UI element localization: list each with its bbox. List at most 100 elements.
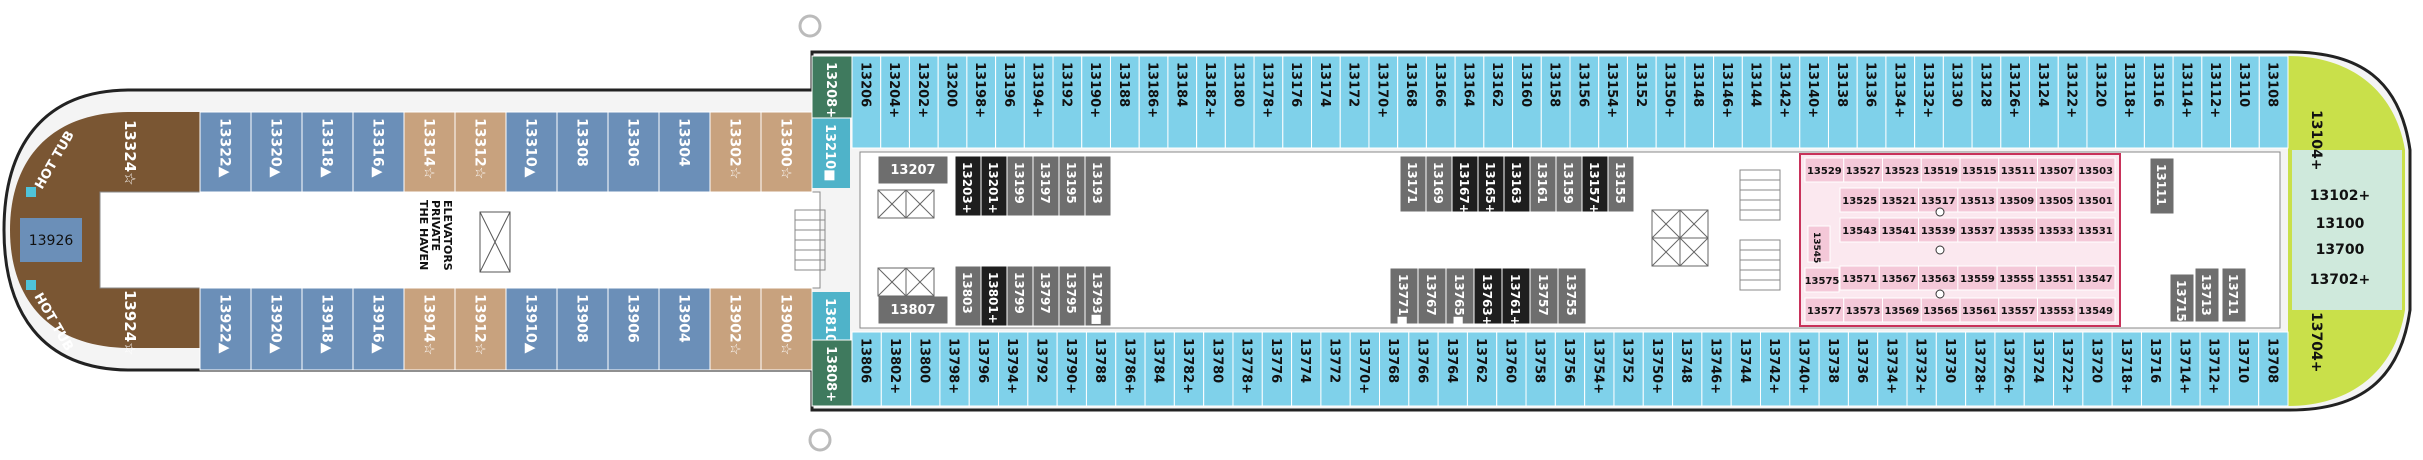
upper-cabin-7[interactable]: 13194+ — [1023, 55, 1054, 149]
mid-lower-v-6[interactable]: 13755 — [1557, 267, 1587, 325]
studio-2-6[interactable]: 13531 — [2075, 217, 2116, 243]
haven-upper-1[interactable]: 13320▲ — [250, 111, 303, 193]
upper-cabin-14[interactable]: 13180 — [1224, 55, 1255, 149]
haven-upper-5[interactable]: 13312☆ — [454, 111, 507, 193]
lower-cabin-38[interactable]: 13730 — [1935, 331, 1967, 407]
lower-cabin-24[interactable]: 13758 — [1525, 331, 1556, 407]
haven-upper-0[interactable]: 13322▲ — [199, 111, 252, 193]
studio-2-2[interactable]: 13539 — [1918, 217, 1959, 243]
inner-lower-v-5[interactable]: 13793■ — [1084, 265, 1112, 327]
inner-lower-grey-0[interactable]: 13807 — [877, 295, 949, 325]
haven-upper-7[interactable]: 13308 — [556, 111, 609, 193]
upper-cabin-46[interactable]: 13116 — [2143, 55, 2174, 149]
lower-cabin-13[interactable]: 13780 — [1203, 331, 1234, 407]
mid-upper-v-1[interactable]: 13169 — [1425, 155, 1453, 213]
upper-cabin-37[interactable]: 13134+ — [1885, 55, 1916, 149]
upper-cabin-48[interactable]: 13112+ — [2201, 55, 2232, 149]
haven-lower-2[interactable]: 13918▲ — [301, 287, 354, 371]
haven-upper-4[interactable]: 13314☆ — [403, 111, 456, 193]
mid-upper-v-7[interactable]: 13157+ — [1581, 155, 1609, 214]
lower-cabin-30[interactable]: 13746+ — [1701, 331, 1732, 407]
lower-cabin-39[interactable]: 13728+ — [1965, 331, 1996, 407]
lower-cabin-40[interactable]: 13726+ — [1994, 331, 2025, 407]
upper-cabin-50[interactable]: 13108 — [2258, 55, 2289, 149]
haven-lower-3[interactable]: 13916▲ — [352, 287, 405, 371]
inner-upper-v-0[interactable]: 13203+ — [954, 155, 982, 217]
lower-cabin-34[interactable]: 13738 — [1818, 331, 1849, 407]
upper-cabin-10[interactable]: 13188 — [1109, 55, 1140, 149]
lower-cabin-43[interactable]: 13720 — [2082, 331, 2113, 407]
studio-3-2[interactable]: 13563 — [1918, 265, 1959, 291]
lower-cabin-20[interactable]: 13766 — [1408, 331, 1439, 407]
haven-lower-11[interactable]: 13900☆ — [760, 287, 813, 371]
mid-lower-v-2[interactable]: 13765■ — [1445, 267, 1475, 327]
studio-3-0[interactable]: 13571 — [1839, 265, 1880, 291]
lower-cabin-12[interactable]: 13782+ — [1173, 331, 1205, 407]
studio-3-6[interactable]: 13547 — [2075, 265, 2116, 291]
haven-lower-1[interactable]: 13920▲ — [250, 287, 303, 371]
studio-0-4[interactable]: 13515 — [1959, 157, 2000, 183]
lower-cabin-33[interactable]: 13740+ — [1789, 331, 1820, 407]
inner-lower-v-2[interactable]: 13799 — [1006, 265, 1034, 327]
lower-cabin-2[interactable]: 13802+ — [880, 331, 912, 407]
studio-4-7[interactable]: 13549 — [2075, 297, 2116, 323]
lower-cabin-16[interactable]: 13774 — [1291, 331, 1322, 407]
lower-cabin-19[interactable]: 13768 — [1379, 331, 1410, 407]
haven-lower-10[interactable]: 13902☆ — [709, 287, 762, 371]
studio-2-0[interactable]: 13543 — [1839, 217, 1880, 243]
studio-2-1[interactable]: 13541 — [1878, 217, 1920, 243]
studio-4-1[interactable]: 13573 — [1843, 297, 1883, 323]
lower-cabin-0[interactable]: 13808+ — [811, 339, 853, 407]
studio-1-5[interactable]: 13505 — [2035, 187, 2077, 213]
mid-lower-v-1[interactable]: 13767 — [1417, 267, 1447, 325]
inner-lower-v-0[interactable]: 13803 — [954, 265, 982, 327]
mid-upper-v-5[interactable]: 13161 — [1529, 155, 1557, 213]
studio-1-1[interactable]: 13521 — [1878, 187, 1920, 213]
studio-1-3[interactable]: 13513 — [1957, 187, 1998, 213]
upper-cabin-1[interactable]: 13206 — [851, 55, 882, 149]
upper-cabin-47[interactable]: 13114+ — [2172, 55, 2203, 149]
lower-cabin-28[interactable]: 13750+ — [1642, 331, 1674, 407]
inner-lower-v-3[interactable]: 13797 — [1032, 265, 1060, 327]
upper-cabin-39[interactable]: 13130 — [1942, 55, 1973, 149]
lower-cabin-3[interactable]: 13800 — [910, 331, 941, 407]
haven-lower-7[interactable]: 13908 — [556, 287, 609, 371]
haven-upper-2[interactable]: 13318▲ — [301, 111, 354, 193]
upper-cabin-3[interactable]: 13202+ — [908, 55, 939, 149]
upper-cabin-8[interactable]: 13192 — [1052, 55, 1083, 149]
upper-cabin-24[interactable]: 13160 — [1512, 55, 1542, 149]
lower-cabin-35[interactable]: 13736 — [1847, 331, 1879, 407]
haven-upper-3[interactable]: 13316▲ — [352, 111, 405, 193]
haven-upper-8[interactable]: 13306 — [607, 111, 660, 193]
upper-cabin-16[interactable]: 13176 — [1282, 55, 1313, 149]
inner-upper-v-3[interactable]: 13197 — [1032, 155, 1060, 217]
haven-lower-4[interactable]: 13914☆ — [403, 287, 456, 371]
upper-cabin-43[interactable]: 13122+ — [2057, 55, 2088, 149]
lower-cabin-49[interactable]: 13708 — [2258, 331, 2289, 407]
lower-cabin-6[interactable]: 13794+ — [998, 331, 1029, 407]
upper-cabin-15[interactable]: 13178+ — [1253, 55, 1284, 149]
lower-cabin-47[interactable]: 13712+ — [2199, 331, 2230, 407]
lower-cabin-14[interactable]: 13778+ — [1232, 331, 1263, 407]
upper-cabin-35[interactable]: 13138 — [1827, 55, 1858, 149]
upper-cabin-13[interactable]: 13182+ — [1196, 55, 1226, 149]
inner-upper-grey-0[interactable]: 13207 — [877, 155, 949, 185]
upper-cabin-26[interactable]: 13156 — [1569, 55, 1600, 149]
lower-cabin-7[interactable]: 13792 — [1027, 331, 1058, 407]
mid-upper-v-2[interactable]: 13167+ — [1451, 155, 1479, 214]
studio-1-2[interactable]: 13517 — [1918, 187, 1959, 213]
studio-0-7[interactable]: 13503 — [2075, 157, 2116, 183]
upper-cabin-5[interactable]: 13198+ — [966, 55, 997, 149]
upper-cabin-2[interactable]: 13204+ — [880, 55, 910, 149]
mid-lower-v-0[interactable]: 13771■ — [1389, 267, 1419, 327]
haven-upper-9[interactable]: 13304 — [658, 111, 711, 193]
studio-2-5[interactable]: 13533 — [2035, 217, 2077, 243]
inner-upper-v-5[interactable]: 13193 — [1084, 155, 1112, 217]
upper-cabin-33[interactable]: 13142+ — [1770, 55, 1801, 149]
upper-cabin-28[interactable]: 13152 — [1626, 55, 1657, 149]
lower-cabin-18[interactable]: 13770+ — [1349, 331, 1381, 407]
studio-1-6[interactable]: 13501 — [2075, 187, 2116, 213]
upper-cabin-27[interactable]: 13154+ — [1598, 55, 1628, 149]
studio-3-3[interactable]: 13559 — [1957, 265, 1998, 291]
mid-upper-v-3[interactable]: 13165+ — [1477, 155, 1505, 214]
